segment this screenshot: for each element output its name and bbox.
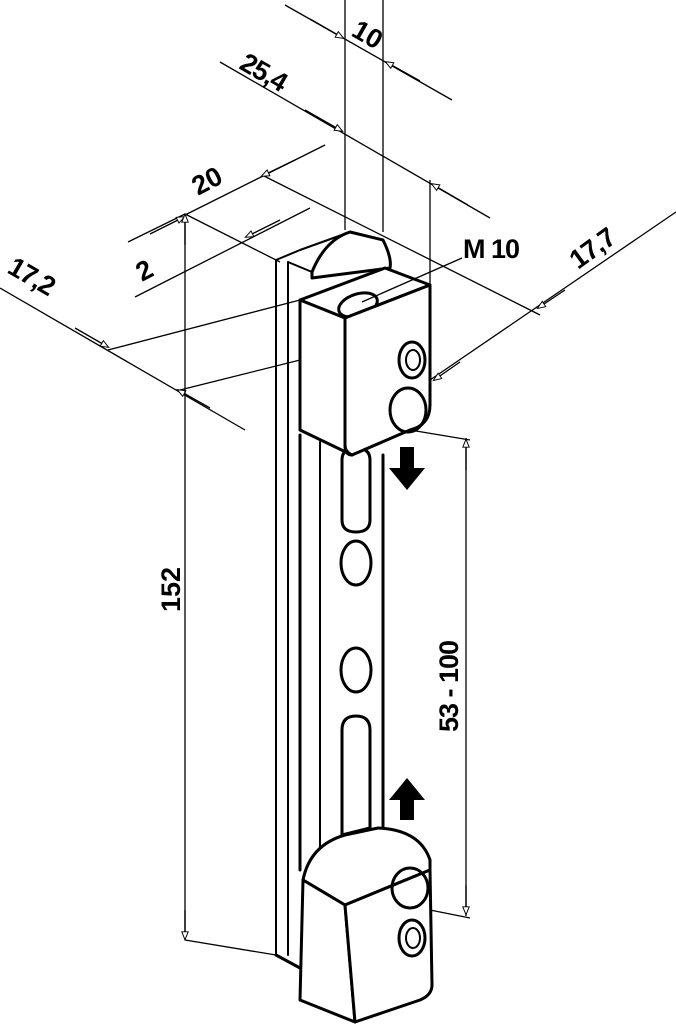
lower-slot [340, 714, 372, 837]
dimension-10 [284, 0, 453, 232]
dimension-25-4 [219, 61, 491, 285]
label-dim-17-2: 17,2 [3, 251, 60, 301]
arrow-up-icon [389, 778, 425, 820]
m10-leader [361, 257, 463, 303]
label-dim-2: 2 [131, 254, 158, 288]
dimension-20 [184, 144, 541, 316]
round-hole-upper [339, 539, 373, 587]
label-dim-152: 152 [156, 567, 186, 612]
upper-slot [340, 446, 372, 534]
upper-screw-hole-inner [405, 349, 421, 371]
label-dim-17-7: 17,7 [564, 222, 621, 275]
round-hole-lower [339, 646, 373, 694]
dimension-17-7 [429, 211, 676, 382]
rail-bottom [274, 953, 302, 970]
upper-screw-hole [397, 340, 427, 380]
dimension-152 [181, 212, 277, 956]
label-dim-10: 10 [347, 14, 388, 55]
dimension-53-100 [409, 429, 471, 919]
lower-screw-hole-inner [405, 927, 421, 949]
label-dim-20: 20 [187, 161, 228, 202]
dimension-17-2 [0, 287, 301, 431]
lower-block [298, 826, 434, 1024]
label-thread-m10: M 10 [463, 234, 519, 264]
arrow-down-icon [389, 447, 425, 490]
label-dim-53-100: 53 - 100 [434, 641, 464, 732]
dimension-2 [127, 207, 311, 298]
lower-block-top-face [301, 826, 432, 907]
upper-bore [388, 386, 428, 434]
upper-block [298, 230, 432, 457]
rail-top-step [287, 261, 313, 273]
label-dim-25-4: 25,4 [235, 47, 293, 98]
lower-bore [390, 866, 430, 910]
lower-screw-hole [397, 918, 427, 958]
upper-block-cylinder [310, 230, 392, 280]
rail-slots [339, 446, 373, 837]
